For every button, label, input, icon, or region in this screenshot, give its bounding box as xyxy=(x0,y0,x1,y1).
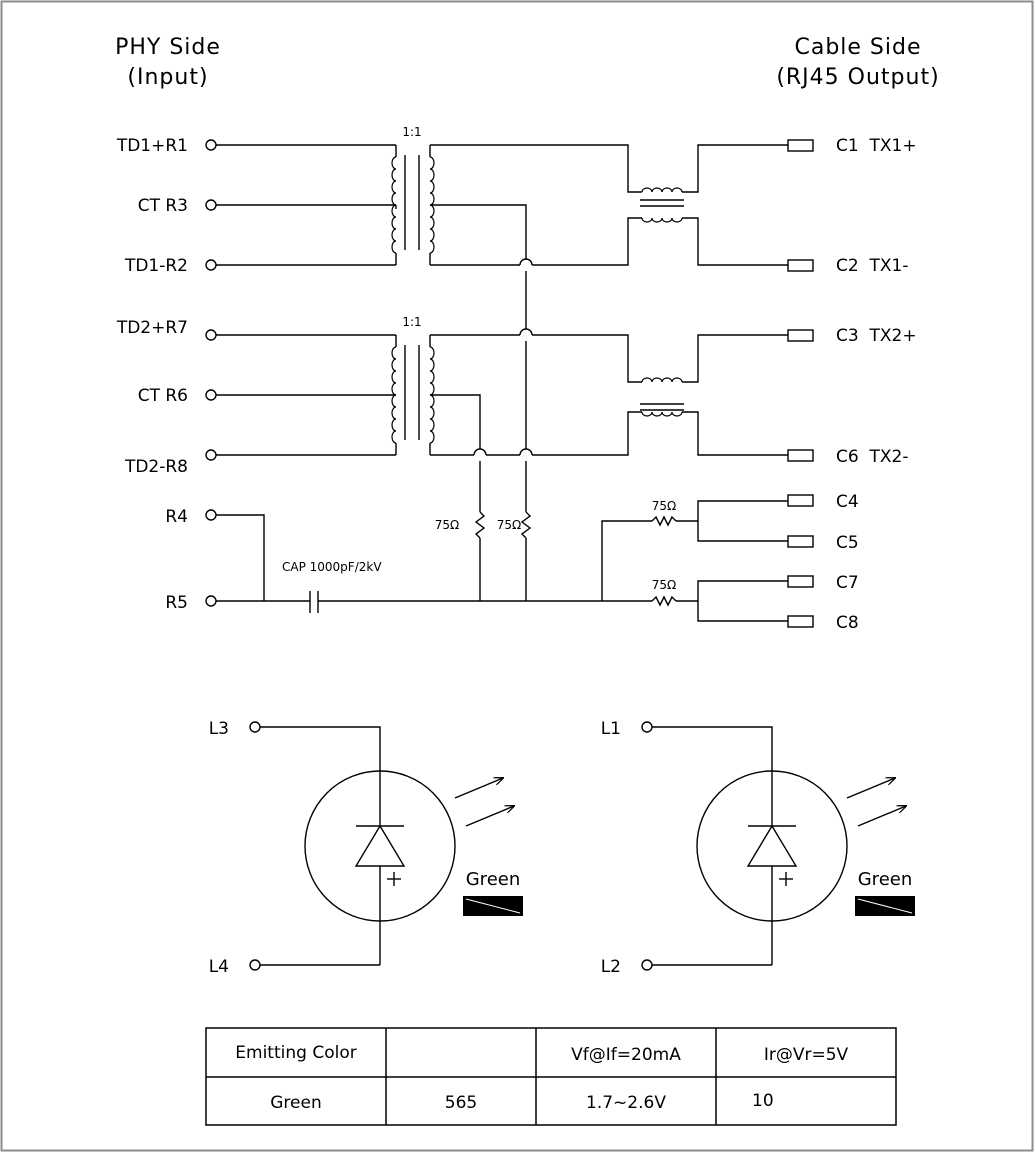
termination-network xyxy=(216,461,788,622)
pin-label-ct-r3: CT R3 xyxy=(138,196,188,216)
led-left-top-pin: L3 xyxy=(209,719,229,739)
led-left-bottom-pin: L4 xyxy=(209,957,229,977)
transformer-2-ratio: 1:1 xyxy=(402,315,421,329)
phy-side-heading: PHY Side xyxy=(115,35,221,60)
led-left xyxy=(249,721,523,971)
led-left-color-label: Green xyxy=(466,869,521,890)
table-cell-vf: 1.7~2.6V xyxy=(586,1093,666,1113)
table-header-vf: Vf@If=20mA xyxy=(571,1045,681,1065)
resistor-4-label: 75Ω xyxy=(652,578,676,592)
pin-label-c6: C6 TX2- xyxy=(836,447,908,467)
table-header-emitting-color: Emitting Color xyxy=(235,1043,356,1063)
pin-label-c8: C8 xyxy=(836,613,859,633)
table-cell-wavelength: 565 xyxy=(445,1093,477,1113)
table-header-ir: Ir@Vr=5V xyxy=(764,1045,849,1065)
pin-label-td1p: TD1+R1 xyxy=(116,136,188,156)
transformer-2 xyxy=(216,334,435,456)
pin-label-c7: C7 xyxy=(836,573,859,593)
phy-pin-terminals xyxy=(205,139,217,607)
led-right-top-pin: L1 xyxy=(601,719,621,739)
table-cell-ir: 10 xyxy=(752,1091,774,1111)
pin-label-r4: R4 xyxy=(165,507,188,527)
transformer-1 xyxy=(216,144,435,266)
spec-table xyxy=(205,1027,897,1126)
cable-side-subheading: (RJ45 Output) xyxy=(776,65,939,90)
cable-pin-terminals xyxy=(787,139,814,628)
pair-2-wiring xyxy=(430,271,788,456)
pin-label-r5: R5 xyxy=(165,593,188,613)
cable-side-heading: Cable Side xyxy=(794,35,921,60)
transformer-1-ratio: 1:1 xyxy=(402,125,421,139)
pin-label-c4: C4 xyxy=(836,492,859,512)
pin-label-ct-r6: CT R6 xyxy=(138,386,188,406)
resistor-1-label: 75Ω xyxy=(435,518,459,532)
capacitor-label: CAP 1000pF/2kV xyxy=(282,560,382,574)
table-cell-color: Green xyxy=(270,1093,321,1113)
pin-label-c1: C1 TX1+ xyxy=(836,136,917,156)
phy-side-subheading: (Input) xyxy=(127,65,208,90)
led-right xyxy=(641,721,915,971)
pair-1-wiring xyxy=(430,144,788,266)
pin-label-c3: C3 TX2+ xyxy=(836,326,917,346)
resistor-3-label: 75Ω xyxy=(652,499,676,513)
pin-label-td2p: TD2+R7 xyxy=(116,318,188,338)
led-right-bottom-pin: L2 xyxy=(601,957,621,977)
pin-label-td2n: TD2-R8 xyxy=(124,457,188,477)
pin-label-td1n: TD1-R2 xyxy=(124,256,188,276)
pin-label-c5: C5 xyxy=(836,533,859,553)
led-right-color-label: Green xyxy=(858,869,913,890)
resistor-2-label: 75Ω xyxy=(497,518,521,532)
pin-label-c2: C2 TX1- xyxy=(836,256,908,276)
